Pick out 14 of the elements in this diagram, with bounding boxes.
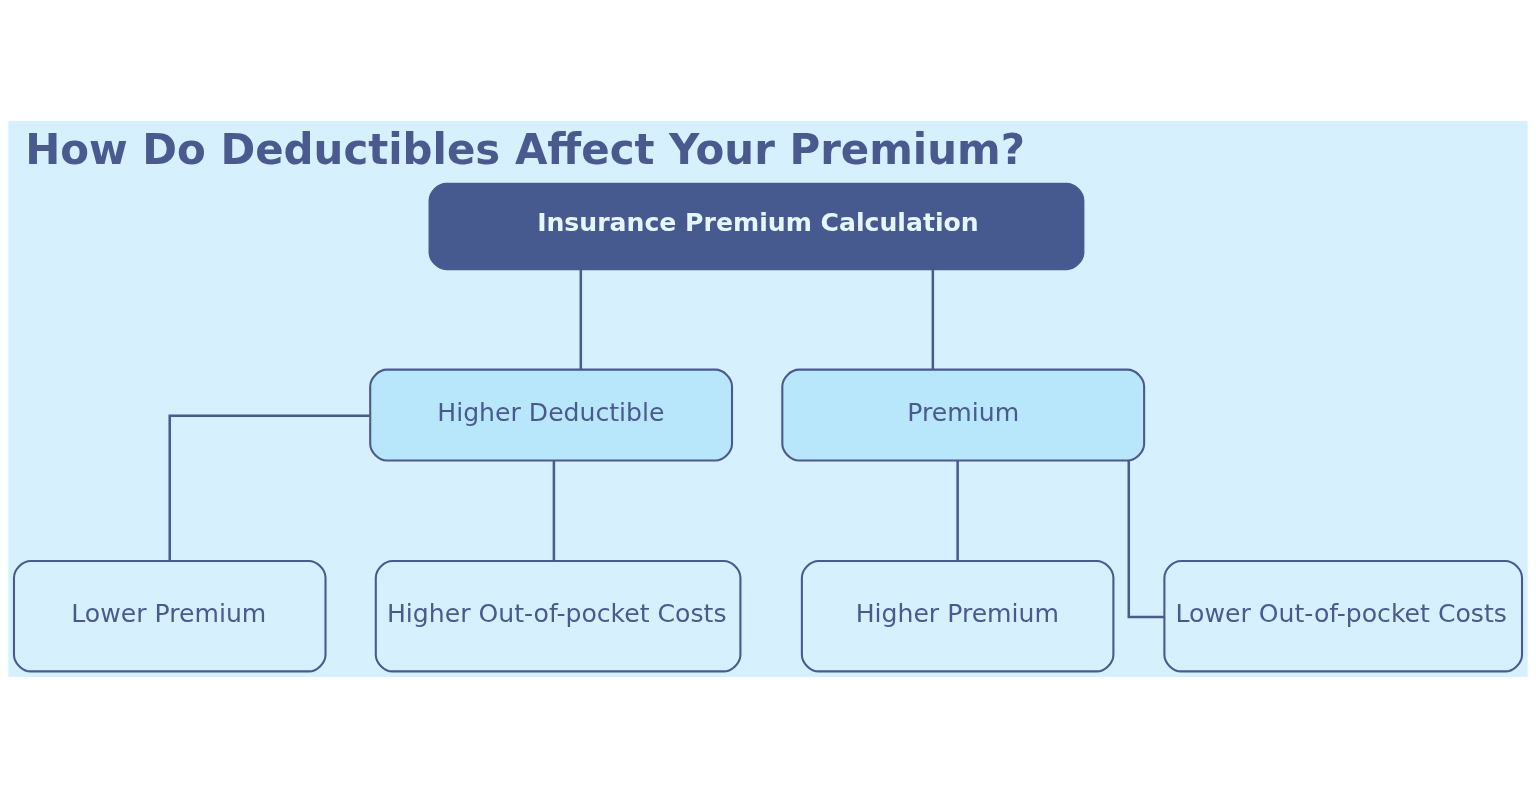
connector — [1127, 460, 1165, 618]
node-box: Premium — [781, 368, 1146, 462]
node-box: Higher Premium — [800, 559, 1115, 672]
connector — [931, 268, 935, 369]
node-box: Higher Deductible — [369, 368, 734, 462]
node-box: Lower Out-of-pocket Costs — [1163, 559, 1524, 672]
diagram-title: How Do Deductibles Affect Your Premium? — [25, 124, 1025, 174]
node-box: Higher Out-of-pocket Costs — [374, 559, 742, 672]
connector — [956, 460, 959, 561]
node-box: Lower Premium — [12, 559, 327, 672]
connector — [552, 460, 556, 561]
node-box: Insurance Premium Calculation — [428, 182, 1085, 270]
connector — [579, 268, 583, 369]
connector — [168, 414, 370, 561]
